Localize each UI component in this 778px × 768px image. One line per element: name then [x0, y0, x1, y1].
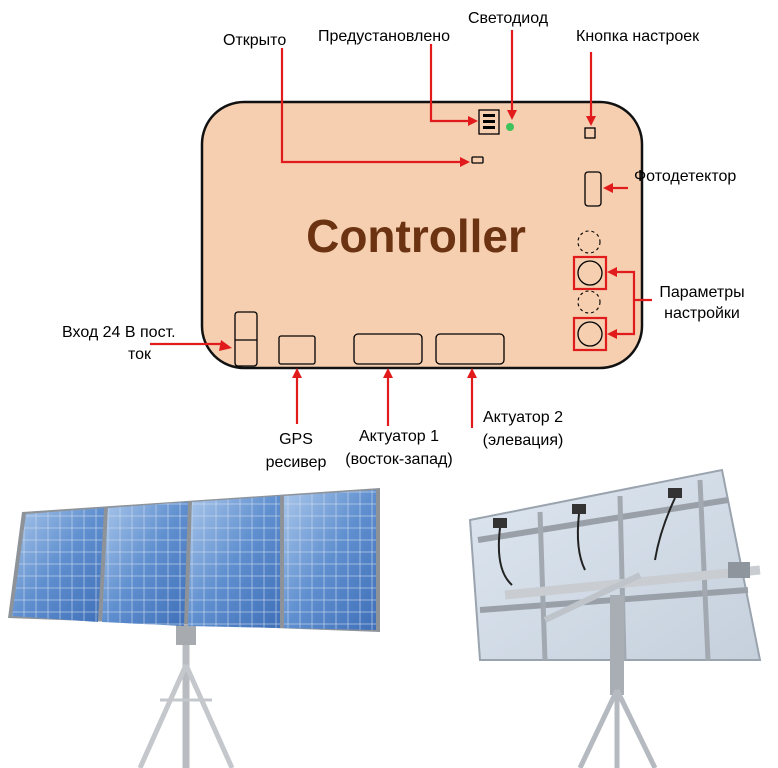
solar-tracker-back-photo [468, 468, 762, 768]
settings-button[interactable] [584, 127, 596, 139]
label-power-line2: ток [128, 346, 152, 363]
label-params-line1: Параметры [659, 284, 744, 301]
knob-highlight-1 [572, 255, 608, 291]
open-slot [471, 156, 484, 164]
open-arrowhead [460, 157, 470, 167]
label-gps-line1: GPS [279, 431, 313, 448]
power-connector [234, 311, 258, 367]
label-actuator2-line2: (элевация) [483, 432, 564, 449]
settings-button-arrowhead [586, 116, 596, 126]
label-open: Открыто [223, 32, 286, 49]
knob-slot-2 [577, 290, 601, 314]
gps-arrowhead [292, 368, 302, 378]
preset-arrowhead [468, 116, 478, 126]
photodetector-arrowhead [603, 183, 613, 193]
photodetector [584, 171, 602, 207]
label-actuator2-line1: Актуатор 2 [483, 409, 563, 426]
label-params-line2: настройки [664, 305, 740, 322]
solar-tracker-front-photo [8, 488, 380, 768]
params-arrowhead-2 [607, 329, 617, 339]
tuning-knob-2[interactable] [577, 321, 603, 347]
knob-highlight-2 [572, 316, 608, 352]
power-arrowhead [219, 340, 232, 351]
gps-connector [278, 335, 316, 365]
label-gps-line2: ресивер [266, 454, 327, 471]
params-arrowhead-1 [607, 267, 617, 277]
label-settings-button: Кнопка настроек [576, 28, 700, 45]
preset-arrow [429, 44, 470, 123]
controller-title: Controller [306, 210, 526, 262]
led-indicator [506, 123, 514, 131]
params-arrow-1 [616, 270, 652, 302]
open-arrow [280, 48, 462, 164]
led-arrowhead [507, 110, 517, 120]
actuator1-arrowhead [383, 368, 393, 378]
knob-slot-1 [577, 230, 601, 254]
actuator1-connector [353, 333, 423, 365]
label-led: Светодиод [468, 10, 549, 27]
actuator2-connector [435, 333, 505, 365]
label-preset: Предустановлено [318, 28, 450, 45]
preset-dip-switch [478, 109, 500, 135]
label-actuator1-line1: Актуатор 1 [359, 428, 439, 445]
actuator2-arrowhead [467, 368, 477, 378]
label-photodetector: Фотодетектор [634, 168, 736, 185]
controller-body [200, 100, 644, 370]
params-arrow-2 [616, 300, 636, 336]
tuning-knob-1[interactable] [577, 260, 603, 286]
label-power-line1: Вход 24 В пост. [62, 324, 176, 341]
label-actuator1-line2: (восток-запад) [345, 451, 452, 468]
